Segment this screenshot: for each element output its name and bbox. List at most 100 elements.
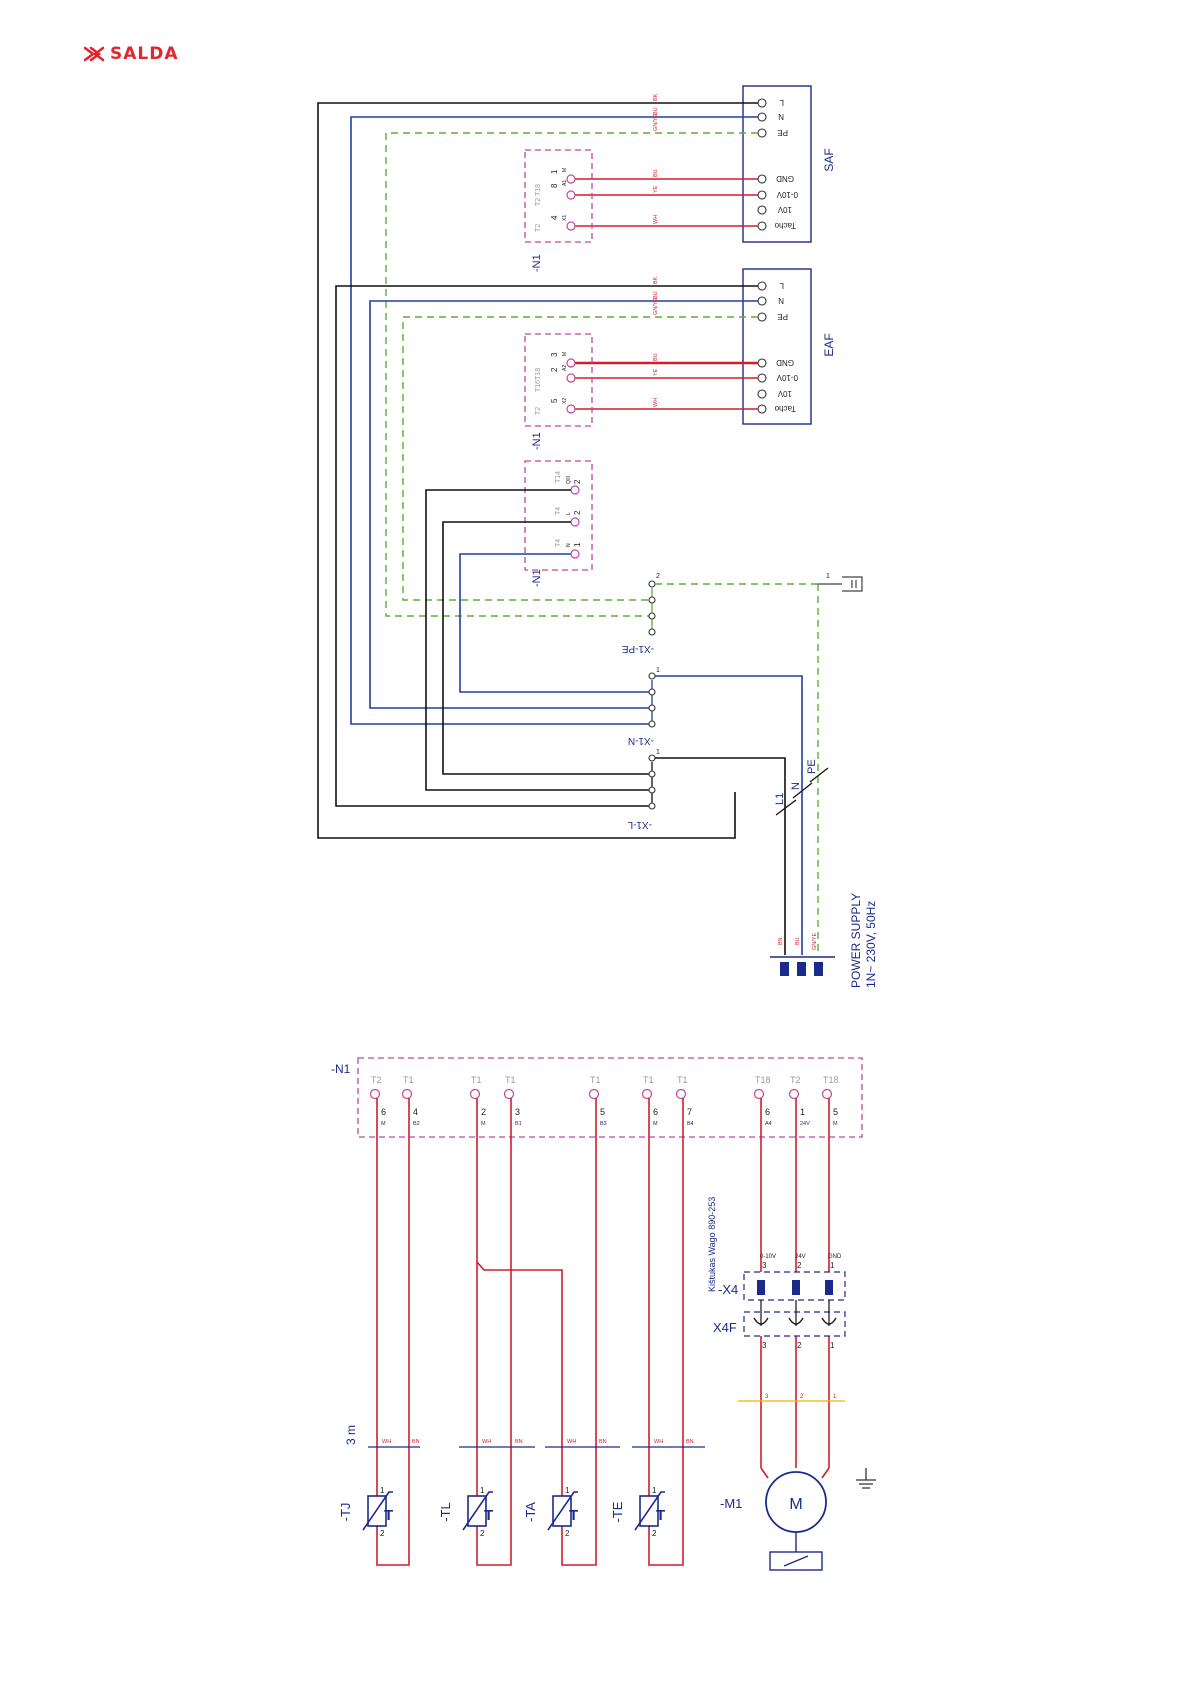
salda-logo: SALDA xyxy=(84,44,179,64)
saf-pin-m: M xyxy=(562,168,568,172)
bottom-terminal-sig: M xyxy=(381,1121,386,1127)
bottom-terminal-num: 5 xyxy=(833,1107,838,1117)
bottom-terminal-point xyxy=(788,1088,800,1100)
bottom-terminal-point xyxy=(369,1088,381,1100)
eaf-wires: BK BU GN/YE BU YE WH xyxy=(335,276,758,807)
saf-pin-8: 8 xyxy=(550,183,559,188)
eaf-pin-t: T16T18 xyxy=(535,368,542,392)
bottom-terminal-point xyxy=(588,1088,600,1100)
earth-num: 1 xyxy=(826,573,830,580)
salda-mark-icon xyxy=(84,46,104,62)
eaf-term-tacho: Tacho xyxy=(774,404,796,413)
x4-sig-gnd: GND xyxy=(828,1254,842,1260)
sensor-slash xyxy=(462,1491,493,1531)
pe-num-2: 2 xyxy=(656,573,660,580)
bottom-terminal-num: 5 xyxy=(600,1107,605,1117)
eaf-wc-bu2: BU xyxy=(653,353,659,361)
x1-l-label: -X1-L xyxy=(627,819,652,830)
saf-wc-gnye: GN/YE xyxy=(653,114,659,131)
pwr-n1-label: -N1 xyxy=(531,569,543,587)
saf-wc-bu2: BU xyxy=(653,169,659,177)
sensor-symbol: T xyxy=(569,1507,578,1524)
x1-n-label: -X1-N xyxy=(628,735,654,746)
sensor-pin-2: 2 xyxy=(565,1529,570,1538)
sensor-pin-2: 2 xyxy=(380,1529,385,1538)
ground-icon xyxy=(856,1468,876,1489)
x4f-pin-2: 2 xyxy=(797,1341,802,1350)
fan-eaf-block: EAF L N PE GND 0-10V 10V Tacho xyxy=(742,268,836,425)
sensor-symbol: T xyxy=(384,1507,393,1524)
bottom-terminal-num: 6 xyxy=(381,1107,386,1117)
bottom-terminal-t: T2 xyxy=(371,1075,382,1085)
power-n1-module: T14 Q/II 2 T4 L 2 T4 N 1 -N1 xyxy=(524,460,593,587)
cable-core-2: 2 xyxy=(800,1394,804,1400)
supply-l1: L1 xyxy=(774,793,786,805)
bottom-terminal-t: T18 xyxy=(823,1075,839,1085)
motor-m1: M -M1 xyxy=(720,1467,876,1571)
x4-sig-24v: 24V xyxy=(795,1254,806,1260)
x4f-label: X4F xyxy=(713,1320,737,1335)
terminal-strip-n: 1 -X1-N xyxy=(628,667,803,955)
eaf-term-n: N xyxy=(778,296,784,305)
bottom-terminal-t: T18 xyxy=(755,1075,771,1085)
saf-n1-label: -N1 xyxy=(531,254,543,272)
bottom-terminal-t: T1 xyxy=(505,1075,516,1085)
te-wh: WH xyxy=(654,1439,663,1445)
tj-bn: BN xyxy=(412,1439,420,1445)
bottom-terminal-t: T1 xyxy=(590,1075,601,1085)
bottom-terminal-sig: M xyxy=(833,1121,838,1127)
n-num-1: 1 xyxy=(656,667,660,674)
bottom-terminal-point xyxy=(503,1088,515,1100)
fan-saf-block: SAF L N PE GND 0-10V 10V Tacho xyxy=(742,85,836,243)
sensor-label: -TE xyxy=(610,1501,625,1522)
x4f-pin-3: 3 xyxy=(762,1341,767,1350)
cable-length: 3 m xyxy=(344,1425,358,1445)
supply-n: N xyxy=(790,782,802,790)
tj-wh: WH xyxy=(382,1439,391,1445)
bottom-terminal-num: 6 xyxy=(653,1107,658,1117)
saf-n1-module: T2 T18 8 1 A1 M T2 4 X1 -N1 xyxy=(524,149,593,272)
pwr-t4a: T4 xyxy=(555,507,562,515)
saf-term-l: L xyxy=(779,98,784,107)
saf-pin-t: T2 T18 xyxy=(535,184,542,206)
power-supply: L1 N PE BN BU GN/YE POWER SUPPLY 1N~ 230… xyxy=(770,759,878,988)
x4-sig-010: 0-10V xyxy=(760,1254,776,1260)
eaf-box xyxy=(742,268,812,425)
eaf-pin-m: M xyxy=(562,352,568,356)
terminal-strip-pe: 2 -X1-PE xyxy=(621,573,819,955)
pwr-2b: 2 xyxy=(573,510,582,515)
saf-wc-wh: WH xyxy=(653,215,659,224)
saf-pin-t2: T2 xyxy=(535,224,542,232)
motor-label: -M1 xyxy=(720,1496,742,1511)
saf-wc-bu: BU xyxy=(653,107,659,115)
eaf-wc-gnye: GN/YE xyxy=(653,298,659,315)
saf-pin-a1: A1 xyxy=(562,180,568,186)
saf-pin-1: 1 xyxy=(550,169,559,174)
pwr-1: 1 xyxy=(573,542,582,547)
eaf-pin-t2: T2 xyxy=(535,407,542,415)
supply-wc-bu: BU xyxy=(795,937,801,945)
bottom-terminal-sig: A4 xyxy=(765,1121,772,1127)
tl-bn: BN xyxy=(515,1439,523,1445)
bottom-terminal-point xyxy=(469,1088,481,1100)
saf-term-pe: PE xyxy=(777,128,788,137)
supply-wc-bn: BN xyxy=(778,937,784,945)
supply-title: POWER SUPPLY xyxy=(849,893,863,988)
sensor-tj: T12-TJ xyxy=(338,1486,393,1538)
bottom-terminal-point xyxy=(641,1088,653,1100)
bottom-terminal-sig: B4 xyxy=(687,1121,694,1127)
eaf-pin-3: 3 xyxy=(550,352,559,357)
bottom-terminal-num: 1 xyxy=(800,1107,805,1117)
x4-pin-1: 1 xyxy=(830,1261,835,1270)
sensor-label: -TA xyxy=(523,1502,538,1522)
tl-wh: WH xyxy=(482,1439,491,1445)
eaf-wc-bk: BK xyxy=(653,276,659,284)
saf-term-10v: 10V xyxy=(777,205,792,214)
cable-markers: 3 m WH BN WH BN WH BN WH BN xyxy=(344,1425,705,1448)
bottom-terminal-num: 6 xyxy=(765,1107,770,1117)
pwr-q: Q/II xyxy=(566,476,572,484)
pwr-2a: 2 xyxy=(573,479,582,484)
bottom-terminal-point xyxy=(675,1088,687,1100)
